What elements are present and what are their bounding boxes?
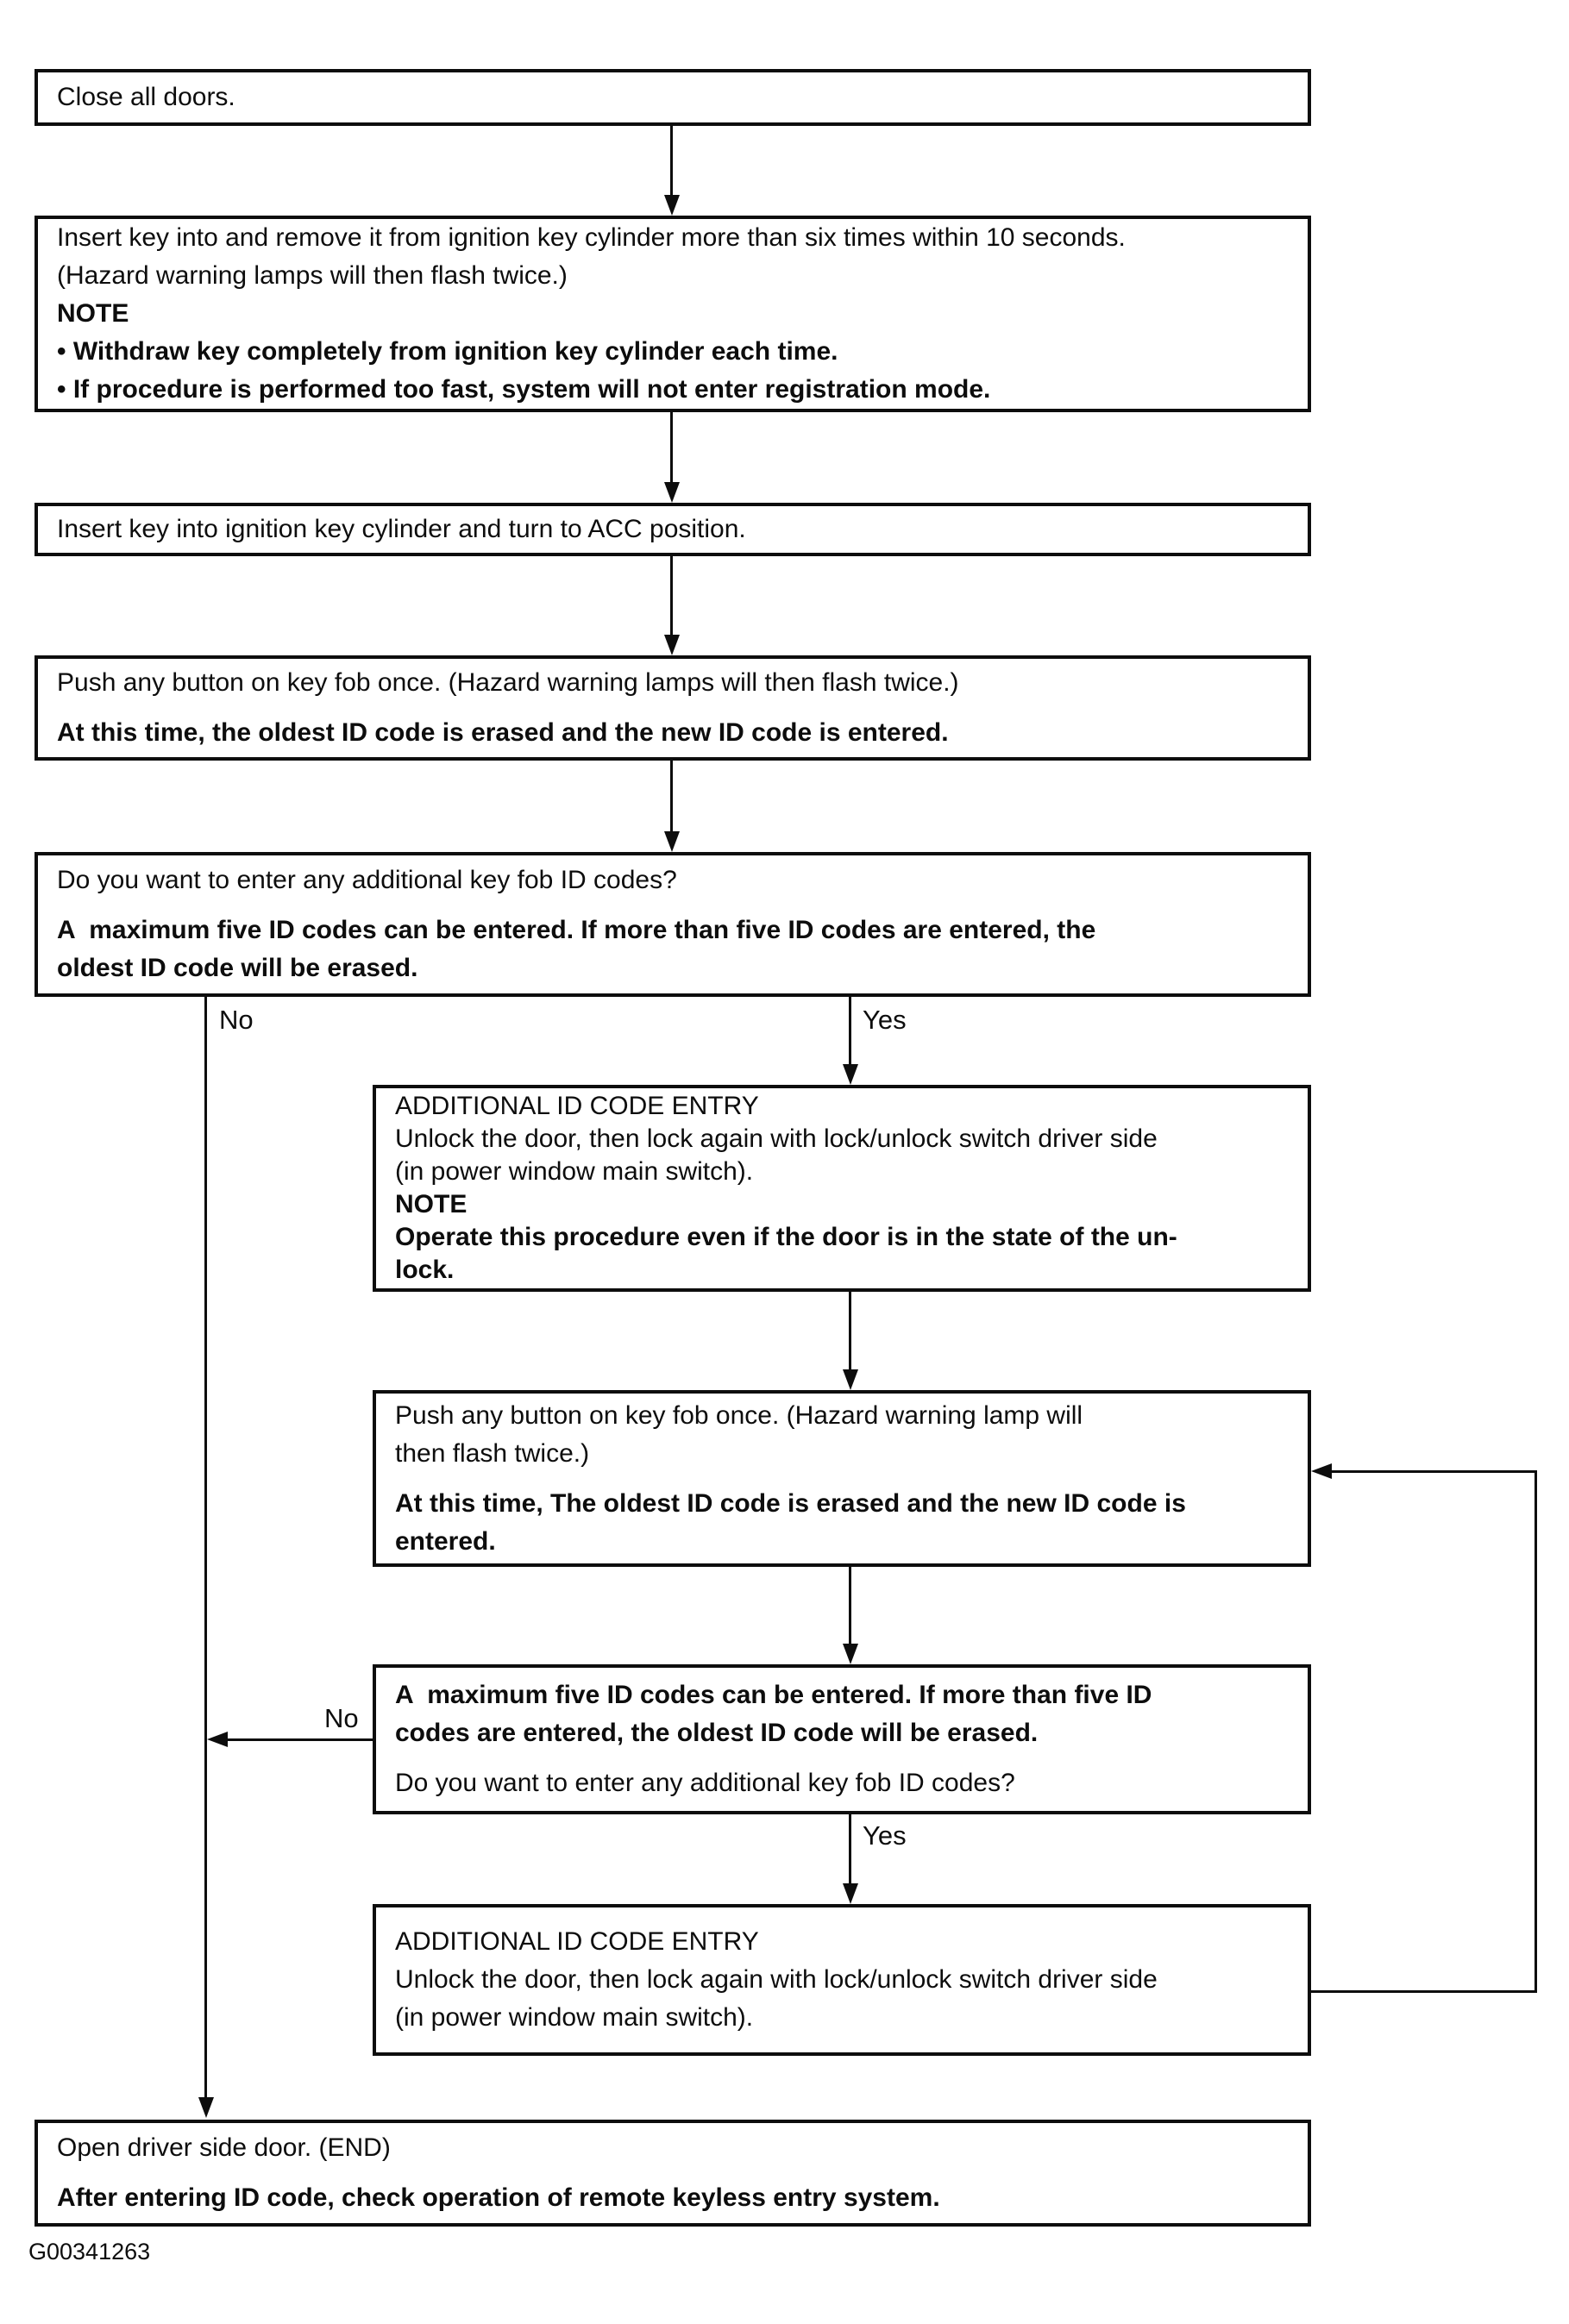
flow-text-line: A maximum five ID codes can be entered. …	[57, 916, 1096, 944]
flow-text-line: (in power window main switch).	[395, 1157, 754, 1186]
arrowhead-down-4	[664, 831, 680, 852]
flow-text-line: (in power window main switch).	[395, 2003, 754, 2032]
flow-text-line: After entering ID code, check operation …	[57, 2183, 940, 2212]
flow-text-line: NOTE	[395, 1190, 468, 1218]
connector-line-4	[670, 761, 673, 833]
flow-text-line: Unlock the door, then lock again with lo…	[395, 1965, 1158, 1994]
flow-text-line: At this time, the oldest ID code is eras…	[57, 718, 949, 747]
flow-text-line: entered.	[395, 1526, 496, 1556]
edge-label-no-2: No	[324, 1703, 359, 1733]
connector-line-3	[670, 556, 673, 636]
arrowhead-down-6	[843, 1644, 858, 1664]
feedback-loop-bottom-line	[1311, 1990, 1537, 1993]
flow-text-line: ADDITIONAL ID CODE ENTRY	[395, 1092, 759, 1120]
figure-id-label: G00341263	[28, 2239, 151, 2264]
flow-text-line: Open driver side door. (END)	[57, 2133, 391, 2162]
flow-box-insert-remove-key: Insert key into and remove it from ignit…	[35, 216, 1311, 412]
flow-box-decision-additional-codes-1: Do you want to enter any additional key …	[35, 852, 1311, 997]
flow-text-line: At this time, The oldest ID code is eras…	[395, 1488, 1186, 1518]
arrowhead-down-no-branch	[198, 2097, 214, 2118]
flow-text-line: • Withdraw key completely from ignition …	[57, 337, 838, 366]
flow-text-line: A maximum five ID codes can be entered. …	[395, 1681, 1152, 1709]
yes-branch-line-2	[849, 1814, 851, 1885]
connector-line-6	[849, 1567, 851, 1645]
flow-text-line: Do you want to enter any additional key …	[57, 866, 677, 894]
flow-text-line: then flash twice.)	[395, 1438, 590, 1468]
arrowhead-down-yes-1	[843, 1064, 858, 1085]
edge-label-yes-1: Yes	[863, 1005, 907, 1035]
edge-label-yes-2: Yes	[863, 1820, 907, 1851]
flow-box-additional-id-code-entry-2: ADDITIONAL ID CODE ENTRY Unlock the door…	[373, 1904, 1311, 2056]
flow-box-push-key-fob-loop: Push any button on key fob once. (Hazard…	[373, 1390, 1311, 1567]
connector-line-5	[849, 1292, 851, 1371]
connector-line-1	[670, 126, 673, 197]
arrowhead-down-3	[664, 635, 680, 655]
flow-text-line: Operate this procedure even if the door …	[395, 1223, 1177, 1251]
no-branch-line	[204, 997, 207, 2099]
flow-text-line: oldest ID code will be erased.	[57, 954, 418, 982]
flow-text-line: Insert key into and remove it from ignit…	[57, 223, 1126, 252]
arrowhead-down-1	[664, 195, 680, 216]
flow-box-decision-additional-codes-2: A maximum five ID codes can be entered. …	[373, 1664, 1311, 1814]
yes-branch-line-1	[849, 997, 851, 1066]
flow-box-push-key-fob-first: Push any button on key fob once. (Hazard…	[35, 655, 1311, 761]
flow-text-line: Push any button on key fob once. (Hazard…	[395, 1400, 1083, 1430]
flow-box-turn-to-acc: Insert key into ignition key cylinder an…	[35, 503, 1311, 556]
flow-text-line: Push any button on key fob once. (Hazard…	[57, 668, 959, 697]
flow-text-line: ADDITIONAL ID CODE ENTRY	[395, 1927, 759, 1956]
connector-line-2	[670, 412, 673, 484]
arrowhead-left-feedback-loop	[1311, 1463, 1332, 1479]
flow-text-line: • If procedure is performed too fast, sy…	[57, 375, 991, 404]
no-branch-line-2	[226, 1738, 373, 1741]
feedback-loop-top-line	[1330, 1470, 1537, 1473]
flow-text-line: Do you want to enter any additional key …	[395, 1769, 1015, 1797]
flow-box-additional-id-code-entry-1: ADDITIONAL ID CODE ENTRY Unlock the door…	[373, 1085, 1311, 1292]
flow-text-line: (Hazard warning lamps will then flash tw…	[57, 261, 568, 290]
flow-text-line: codes are entered, the oldest ID code wi…	[395, 1719, 1039, 1747]
feedback-loop-vertical-line	[1534, 1470, 1537, 1993]
flow-box-open-door-end: Open driver side door. (END) After enter…	[35, 2120, 1311, 2227]
arrowhead-down-5	[843, 1369, 858, 1390]
arrowhead-left-no-2	[207, 1732, 228, 1747]
arrowhead-down-2	[664, 482, 680, 503]
flow-box-close-all-doors: Close all doors.	[35, 69, 1311, 126]
edge-label-no-1: No	[219, 1005, 254, 1035]
arrowhead-down-yes-2	[843, 1883, 858, 1904]
flow-text-line: Insert key into ignition key cylinder an…	[57, 515, 746, 543]
flow-text-line: Close all doors.	[57, 83, 235, 111]
flow-text-line: Unlock the door, then lock again with lo…	[395, 1124, 1158, 1153]
flow-text-line: NOTE	[57, 299, 129, 328]
flow-text-line: lock.	[395, 1256, 455, 1284]
